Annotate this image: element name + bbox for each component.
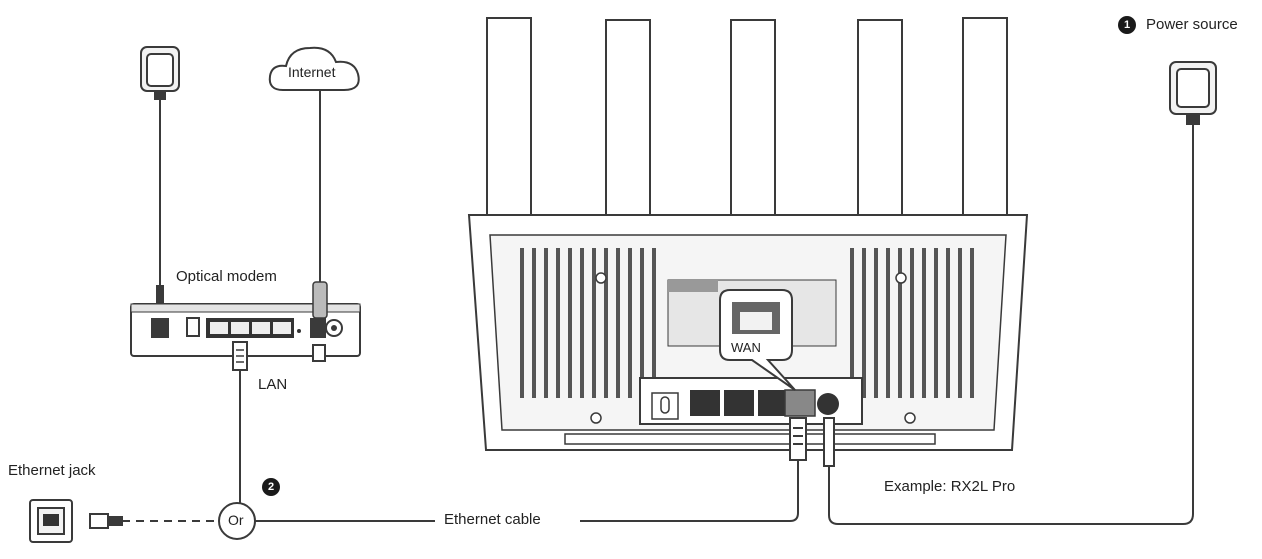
router — [467, 17, 1029, 451]
lan-label: LAN — [258, 376, 288, 393]
router-wan-plug — [789, 417, 807, 461]
ethernet-cable-to-router — [255, 460, 799, 522]
step2-badge: 2 — [262, 478, 280, 496]
or-label: Or — [228, 512, 244, 528]
router-power-adapter — [1169, 61, 1217, 125]
router-vents — [520, 248, 974, 398]
example-model-label: Example: RX2L Pro — [884, 478, 1016, 495]
step1-badge: 1 — [1118, 16, 1136, 34]
lan-plug — [232, 341, 248, 371]
optical-modem — [130, 281, 361, 357]
optical-modem-label: Optical modem — [176, 268, 277, 285]
jack-plug — [89, 513, 123, 529]
power-source-label: Power source — [1146, 16, 1238, 33]
modem-power-plug — [156, 285, 164, 307]
ethernet-jack-label: Ethernet jack — [8, 462, 96, 479]
modem-power-adapter — [140, 46, 180, 100]
internet-cloud — [268, 46, 360, 91]
wan-label: WAN — [731, 340, 761, 355]
router-power-plug — [823, 417, 835, 467]
ethernet-cable-label: Ethernet cable — [444, 511, 541, 528]
ethernet-jack — [29, 499, 73, 543]
optical-plug — [312, 344, 326, 362]
internet-label: Internet — [288, 64, 336, 80]
router-power-cord — [828, 124, 1194, 525]
